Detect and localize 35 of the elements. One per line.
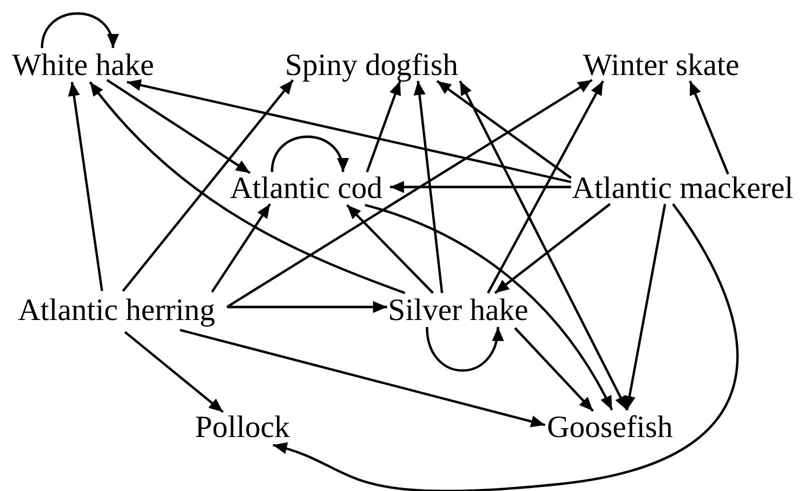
arrow xyxy=(211,203,271,293)
arrow xyxy=(270,136,348,172)
arrow xyxy=(426,326,502,372)
arrow xyxy=(364,204,614,411)
species-label: Goosefish xyxy=(547,411,673,442)
species-label: Winter skate xyxy=(583,49,740,80)
arrow xyxy=(486,80,604,294)
arrow xyxy=(624,204,666,410)
arrow xyxy=(40,12,118,48)
arrow xyxy=(226,78,593,308)
arrow xyxy=(458,80,628,411)
arrow xyxy=(227,301,387,313)
arrow xyxy=(180,328,546,428)
arrow xyxy=(436,80,572,179)
arrow xyxy=(494,203,611,294)
species-label: Atlantic mackerel xyxy=(572,172,794,203)
arrow xyxy=(366,80,402,172)
species-label: White hake xyxy=(12,49,154,80)
arrow xyxy=(106,79,251,174)
arrow xyxy=(68,82,104,292)
arrow xyxy=(89,81,406,294)
arrow xyxy=(272,203,739,491)
arrow xyxy=(346,204,434,294)
arrow xyxy=(514,327,594,412)
species-label: Atlantic herring xyxy=(18,294,216,325)
species-label: Atlantic cod xyxy=(230,172,382,203)
arrow xyxy=(124,331,224,413)
arrow xyxy=(122,79,294,292)
species-label: Pollock xyxy=(195,411,290,442)
species-label: Silver hake xyxy=(388,294,528,325)
arrow xyxy=(688,80,730,174)
species-label: Spiny dogfish xyxy=(285,49,458,80)
arrow xyxy=(390,181,571,193)
arrow xyxy=(414,80,444,294)
arrow xyxy=(126,79,572,184)
